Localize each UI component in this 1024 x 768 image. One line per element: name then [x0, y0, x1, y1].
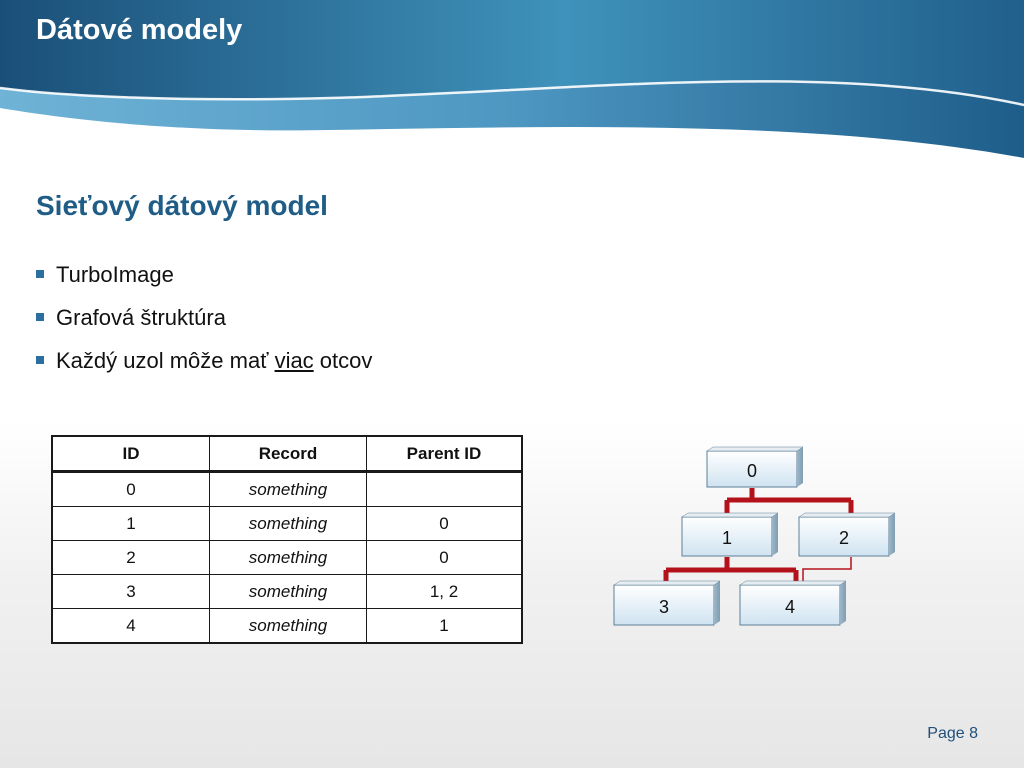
square-bullet-icon — [36, 312, 44, 321]
cell-parent-id — [366, 471, 523, 507]
cell-id: 1 — [51, 506, 210, 541]
bullet-text-post: otcov — [313, 347, 373, 373]
table-row: 1 something 0 — [51, 506, 523, 541]
column-header-id: ID — [51, 435, 210, 473]
column-header-parent-id: Parent ID — [366, 435, 523, 473]
cell-parent-id: 0 — [366, 506, 523, 541]
bullet-text: TurboImage — [56, 261, 174, 287]
cell-record: something — [209, 506, 367, 541]
tree-node-label: 1 — [722, 528, 732, 548]
cell-record: something — [209, 608, 367, 644]
bullet-text-underlined: viac — [274, 347, 314, 373]
tree-node-label: 2 — [839, 528, 849, 548]
cell-id: 4 — [51, 608, 210, 644]
bullet-text: Grafová štruktúra — [56, 304, 226, 330]
bullet-item: Každý uzol môže mať viac otcov — [36, 339, 372, 382]
bullet-list: TurboImage Grafová štruktúra Každý uzol … — [36, 253, 372, 382]
network-tree-diagram: 0 1 2 3 4 — [613, 446, 896, 626]
slide-title: Dátové modely — [36, 14, 243, 46]
column-header-record: Record — [209, 435, 367, 473]
tree-node-label: 3 — [659, 597, 669, 617]
tree-node-1: 1 — [681, 512, 779, 557]
connector-0-to-1-2 — [724, 488, 854, 514]
cell-id: 0 — [51, 471, 210, 507]
page-number: Page 8 — [927, 725, 978, 742]
connector-2-to-4 — [802, 557, 852, 581]
cell-record: something — [209, 540, 367, 575]
cell-id: 2 — [51, 540, 210, 575]
cell-parent-id: 1 — [366, 608, 523, 644]
square-bullet-icon — [36, 269, 44, 278]
table-row: 0 something — [51, 471, 523, 507]
table-row: 4 something 1 — [51, 608, 523, 644]
bullet-item: TurboImage — [36, 253, 372, 296]
cell-parent-id: 0 — [366, 540, 523, 575]
table-row: 3 something 1, 2 — [51, 574, 523, 609]
cell-parent-id: 1, 2 — [366, 574, 523, 609]
bullet-item: Grafová štruktúra — [36, 296, 372, 339]
table-row: 2 something 0 — [51, 540, 523, 575]
tree-node-2: 2 — [798, 512, 896, 557]
header-wave-banner — [0, 0, 1024, 158]
records-table: ID Record Parent ID 0 something 1 someth… — [51, 435, 523, 644]
tree-node-label: 0 — [747, 461, 757, 481]
tree-node-3: 3 — [613, 580, 721, 626]
tree-connectors — [663, 488, 854, 582]
square-bullet-icon — [36, 355, 44, 364]
bullet-text-pre: Každý uzol môže mať — [56, 347, 275, 373]
tree-node-label: 4 — [785, 597, 795, 617]
bullet-text: Každý uzol môže mať viac otcov — [56, 346, 372, 376]
tree-node-4: 4 — [739, 580, 847, 626]
section-title: Sieťový dátový model — [36, 190, 328, 221]
cell-record: something — [209, 574, 367, 609]
cell-record: something — [209, 471, 367, 507]
cell-id: 3 — [51, 574, 210, 609]
tree-node-0: 0 — [706, 446, 804, 488]
table-header-row: ID Record Parent ID — [51, 435, 523, 473]
connector-1-to-3-4 — [663, 557, 799, 582]
